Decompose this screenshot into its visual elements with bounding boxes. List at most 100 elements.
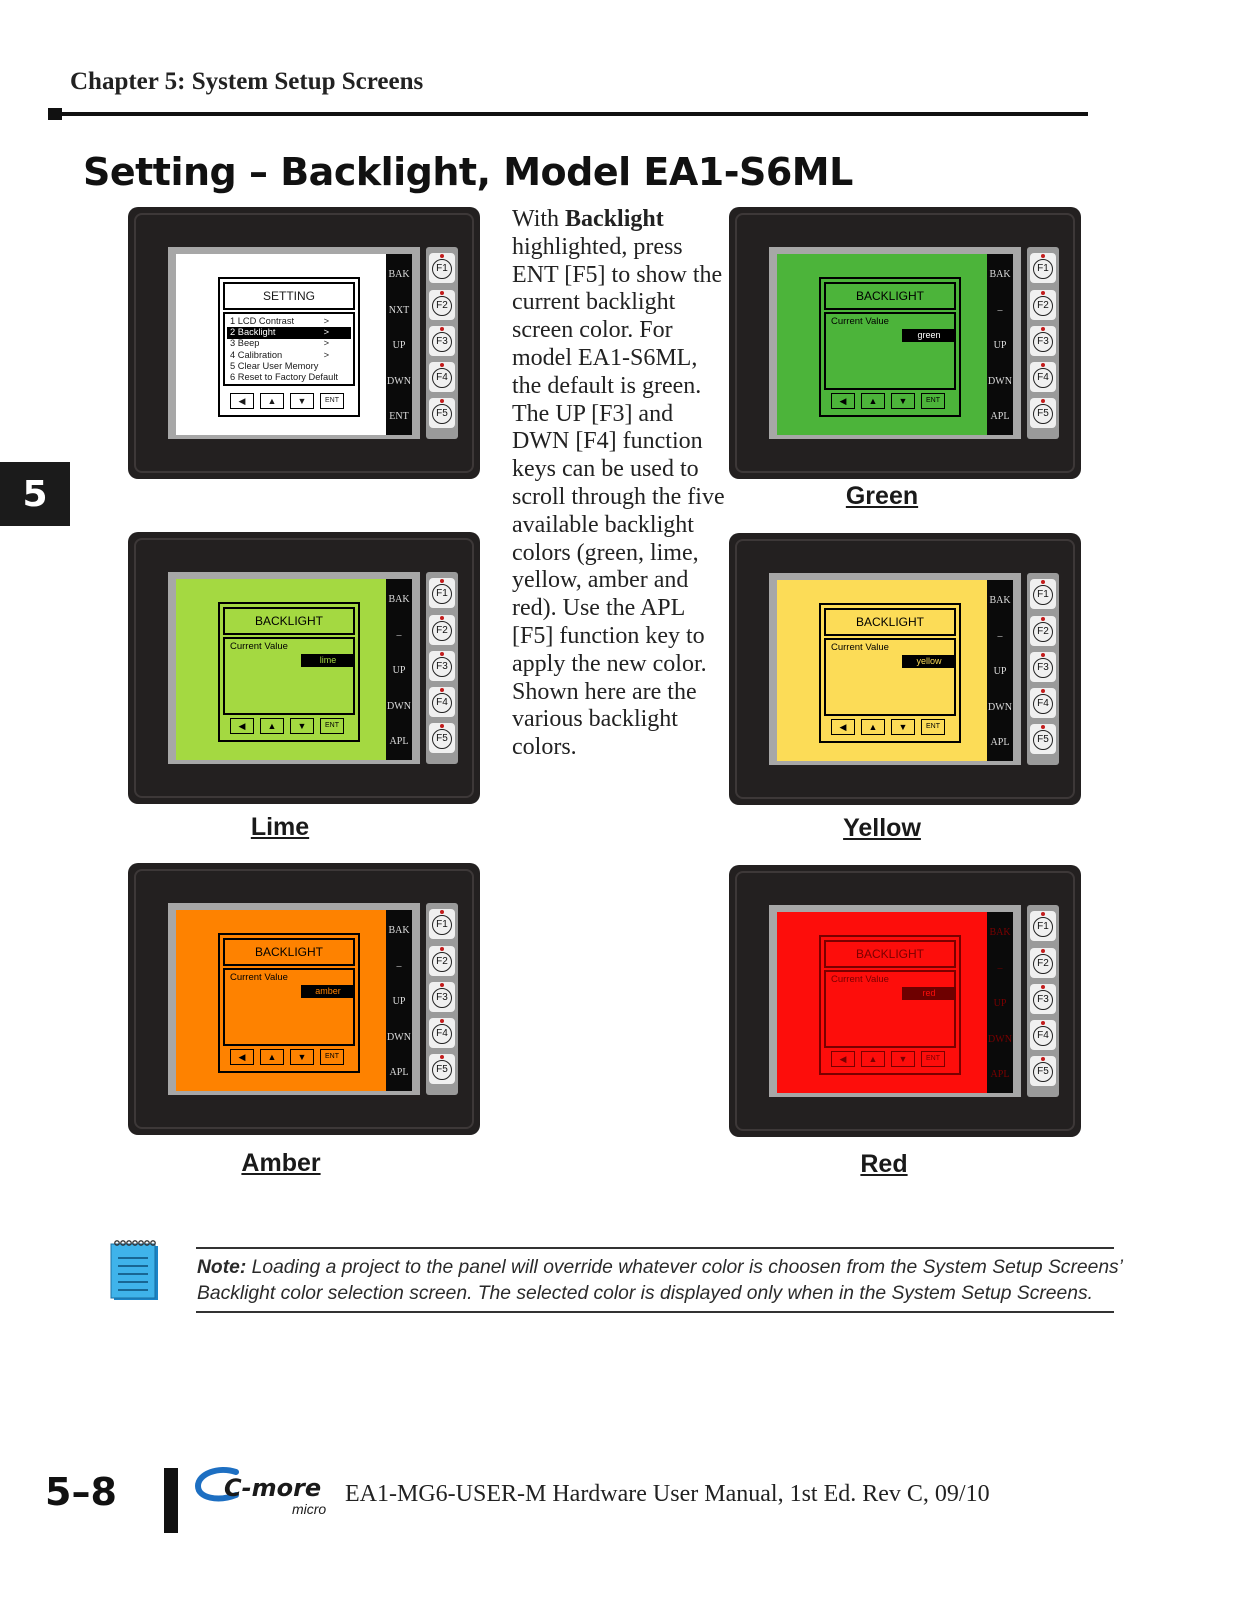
down-arrow-button[interactable]: ▼ [290, 718, 314, 734]
left-arrow-button[interactable]: ◀ [230, 1049, 254, 1065]
menu-item[interactable]: 4 Calibration> [227, 350, 351, 362]
function-key-label: F2 [432, 621, 452, 641]
current-value: red [902, 987, 956, 1000]
menu-item[interactable]: 1 LCD Contrast> [227, 316, 351, 328]
menu-item[interactable]: 6 Reset to Factory Default [227, 372, 351, 384]
key-indicator-dot [440, 910, 444, 914]
function-key-f2[interactable]: F2 [429, 615, 455, 645]
function-key-f5[interactable]: F5 [1030, 724, 1056, 754]
key-indicator-dot [1041, 1057, 1045, 1061]
function-key-f3[interactable]: F3 [429, 326, 455, 356]
function-key-f4[interactable]: F4 [1030, 1020, 1056, 1050]
down-arrow-button[interactable]: ▼ [891, 393, 915, 409]
backlight-nav-row: ◀ ▲ ▼ ENT [827, 719, 955, 735]
function-key-f4[interactable]: F4 [1030, 362, 1056, 392]
function-key-f3[interactable]: F3 [429, 651, 455, 681]
function-key-f5[interactable]: F5 [1030, 398, 1056, 428]
enter-button[interactable]: ENT [320, 1049, 344, 1065]
up-arrow-button[interactable]: ▲ [861, 719, 885, 735]
function-key-f4[interactable]: F4 [1030, 688, 1056, 718]
up-arrow-icon: ▲ [267, 1052, 277, 1062]
up-arrow-button[interactable]: ▲ [861, 1051, 885, 1067]
left-arrow-button[interactable]: ◀ [831, 719, 855, 735]
function-key-f2[interactable]: F2 [429, 946, 455, 976]
function-key-f2[interactable]: F2 [1030, 290, 1056, 320]
caption-yellow: Yellow [843, 814, 921, 842]
menu-item-label: 5 Clear User Memory [230, 360, 319, 371]
function-key-f5[interactable]: F5 [429, 723, 455, 753]
up-arrow-icon: ▲ [267, 396, 277, 406]
left-arrow-icon: ◀ [238, 1052, 246, 1062]
function-key-f3[interactable]: F3 [1030, 984, 1056, 1014]
function-key-f2[interactable]: F2 [1030, 948, 1056, 978]
side-label: BAK [989, 927, 1011, 938]
key-indicator-dot [1041, 254, 1045, 258]
down-arrow-button[interactable]: ▼ [290, 1049, 314, 1065]
function-key-f1[interactable]: F1 [1030, 579, 1056, 609]
left-arrow-button[interactable]: ◀ [831, 393, 855, 409]
function-key-f1[interactable]: F1 [429, 578, 455, 608]
down-arrow-button[interactable]: ▼ [891, 1051, 915, 1067]
setting-nav-row: ◀ ▲ ▼ ENT [226, 393, 354, 409]
enter-button[interactable]: ENT [320, 718, 344, 734]
function-key-f1[interactable]: F1 [429, 253, 455, 283]
function-key-label: F5 [432, 729, 452, 749]
menu-item-arrow: > [323, 338, 329, 349]
backlight-dialog-title: BACKLIGHT [223, 607, 355, 635]
down-arrow-button[interactable]: ▼ [891, 719, 915, 735]
enter-button[interactable]: ENT [320, 393, 344, 409]
function-key-f2[interactable]: F2 [429, 290, 455, 320]
side-label: APL [389, 736, 409, 747]
function-key-f4[interactable]: F4 [429, 687, 455, 717]
device-inner-frame [134, 869, 474, 1129]
left-arrow-button[interactable]: ◀ [831, 1051, 855, 1067]
function-key-f2[interactable]: F2 [1030, 616, 1056, 646]
key-indicator-dot [1041, 291, 1045, 295]
key-indicator-dot [1041, 653, 1045, 657]
function-key-f5[interactable]: F5 [1030, 1056, 1056, 1086]
menu-item-arrow: > [323, 349, 329, 360]
function-key-f4[interactable]: F4 [429, 362, 455, 392]
function-key-f3[interactable]: F3 [1030, 652, 1056, 682]
chapter-header: Chapter 5: System Setup Screens [70, 68, 424, 95]
function-key-f1[interactable]: F1 [429, 909, 455, 939]
current-value: yellow [902, 655, 956, 668]
side-label: DWN [387, 701, 411, 712]
up-arrow-icon: ▲ [267, 721, 277, 731]
function-key-label: F4 [1033, 694, 1053, 714]
function-key-f3[interactable]: F3 [429, 982, 455, 1012]
menu-item[interactable]: 5 Clear User Memory [227, 361, 351, 373]
current-value-label: Current Value [831, 642, 889, 653]
side-label: DWN [988, 376, 1012, 387]
up-arrow-button[interactable]: ▲ [260, 1049, 284, 1065]
function-key-f5[interactable]: F5 [429, 398, 455, 428]
up-arrow-button[interactable]: ▲ [260, 718, 284, 734]
left-arrow-button[interactable]: ◀ [230, 718, 254, 734]
function-key-label: F2 [432, 952, 452, 972]
menu-item-label: 1 LCD Contrast [230, 316, 295, 326]
menu-item[interactable]: 2 Backlight> [227, 327, 351, 339]
left-arrow-button[interactable]: ◀ [230, 393, 254, 409]
function-key-label: F5 [1033, 404, 1053, 424]
backlight-dialog-title: BACKLIGHT [223, 938, 355, 966]
down-arrow-button[interactable]: ▼ [290, 393, 314, 409]
down-arrow-icon: ▼ [297, 1052, 307, 1062]
function-key-label: F2 [1033, 622, 1053, 642]
function-key-f5[interactable]: F5 [429, 1054, 455, 1084]
enter-button[interactable]: ENT [921, 1051, 945, 1067]
function-key-f3[interactable]: F3 [1030, 326, 1056, 356]
up-arrow-button[interactable]: ▲ [861, 393, 885, 409]
enter-button[interactable]: ENT [921, 393, 945, 409]
side-label: – [997, 963, 1003, 974]
up-arrow-button[interactable]: ▲ [260, 393, 284, 409]
menu-item[interactable]: 3 Beep> [227, 338, 351, 350]
enter-button[interactable]: ENT [921, 719, 945, 735]
function-key-f1[interactable]: F1 [1030, 253, 1056, 283]
function-key-label: F1 [432, 259, 452, 279]
function-key-f1[interactable]: F1 [1030, 911, 1056, 941]
function-key-f4[interactable]: F4 [429, 1018, 455, 1048]
